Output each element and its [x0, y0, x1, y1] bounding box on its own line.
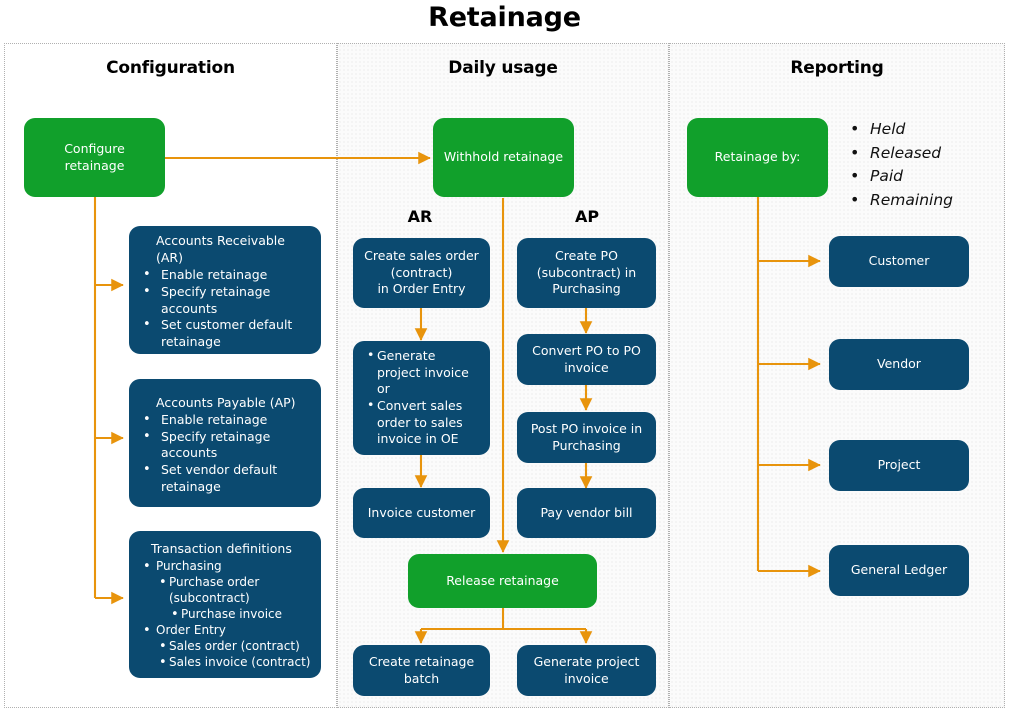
node-accounts-receivable[interactable]: Accounts Receivable (AR) Enable retainag… — [129, 226, 321, 354]
node-ar-item: Specify retainage — [135, 283, 311, 301]
node-txn-item-purchasing: Purchasing — [135, 558, 313, 575]
node-convert-po-to-po-invoice[interactable]: Convert PO to PO invoice — [517, 334, 656, 385]
node-report-customer-label: Customer — [868, 253, 930, 269]
node-create-sales-order[interactable]: Create sales order (contract) in Order E… — [353, 238, 490, 308]
node-generate-project-invoice[interactable]: Generate project invoice — [517, 645, 656, 696]
node-generate-or-convert-invoice[interactable]: Generate project invoice or Convert sale… — [353, 341, 490, 455]
node-create-retainage-batch[interactable]: Create retainage batch — [353, 645, 490, 696]
node-ar-list: Enable retainage Specify retainage accou… — [135, 266, 311, 350]
node-report-vendor-label: Vendor — [877, 356, 921, 372]
node-create-sales-order-line2: (contract) — [390, 264, 453, 280]
node-txn-list: Purchasing — [135, 558, 313, 575]
node-pay-vendor-bill[interactable]: Pay vendor bill — [517, 488, 656, 538]
node-create-po-line2: (subcontract) in — [536, 264, 637, 280]
node-create-po-line1: Create PO — [555, 248, 618, 264]
node-ap-item: Enable retainage — [135, 411, 311, 429]
node-ap-item-cont: accounts — [161, 445, 218, 461]
node-configure-retainage[interactable]: Configure retainage — [24, 118, 165, 197]
node-ap-item: Specify retainage — [135, 428, 311, 446]
node-convert-line3: invoice in OE — [377, 431, 459, 447]
legend-item-paid: Paid — [844, 164, 1004, 189]
node-generate-line1: Generate — [367, 347, 482, 365]
node-txn-sublist-order-entry: Sales order (contract) Sales invoice (co… — [135, 638, 313, 671]
node-report-vendor[interactable]: Vendor — [829, 339, 969, 390]
node-pay-vendor-bill-label: Pay vendor bill — [540, 504, 633, 520]
node-post-po-invoice[interactable]: Post PO invoice in Purchasing — [517, 412, 656, 463]
node-create-sales-order-line1: Create sales order — [364, 248, 479, 264]
node-generate-invoice-line1: Generate project — [533, 654, 640, 669]
node-convert-line1: Convert sales — [367, 397, 482, 415]
node-ap-item: Set vendor default — [135, 461, 311, 479]
panel-title-reporting: Reporting — [790, 58, 884, 78]
sublabel-ar: AR — [407, 207, 433, 226]
node-txn-item-purchase-invoice: Purchase invoice — [135, 606, 313, 623]
node-ar-item-cont: accounts — [161, 300, 218, 316]
node-retainage-by-label: Retainage by: — [714, 149, 801, 165]
legend-item-released: Released — [844, 141, 1004, 166]
node-txn-sublist-purchasing: Purchase order (subcontract) — [135, 574, 313, 607]
node-txn-heading: Transaction definitions — [151, 541, 292, 557]
node-report-customer[interactable]: Customer — [829, 236, 969, 287]
node-withhold-retainage[interactable]: Withhold retainage — [433, 118, 574, 197]
node-transaction-definitions[interactable]: Transaction definitions Purchasing Purch… — [129, 531, 321, 678]
node-generate-invoice-line2: invoice — [564, 670, 609, 686]
node-txn-item-purchase-order: Purchase order — [135, 574, 313, 591]
node-convert-line2: order to sales — [377, 414, 463, 430]
node-create-po-line3: Purchasing — [552, 281, 621, 297]
node-convert-po-line2: invoice — [564, 359, 609, 375]
node-generate-line2: project invoice — [377, 364, 469, 380]
node-report-general-ledger[interactable]: General Ledger — [829, 545, 969, 596]
node-create-sales-order-line3: in Order Entry — [377, 281, 466, 297]
node-convert-po-line1: Convert PO to PO — [532, 343, 641, 358]
node-invoice-customer-label: Invoice customer — [367, 504, 476, 520]
node-ar-heading: Accounts Receivable (AR) — [156, 233, 285, 265]
node-retainage-by[interactable]: Retainage by: — [687, 118, 828, 197]
node-ap-list: Enable retainage Specify retainage accou… — [135, 411, 311, 495]
node-ap-item-cont: retainage — [161, 478, 221, 494]
node-txn-list-order-entry: Order Entry — [135, 622, 313, 639]
node-txn-item-order-entry: Order Entry — [135, 622, 313, 639]
node-release-retainage-label: Release retainage — [446, 572, 559, 588]
node-post-po-line2: Purchasing — [552, 437, 621, 453]
node-accounts-payable[interactable]: Accounts Payable (AP) Enable retainage S… — [129, 379, 321, 507]
node-invoice-customer[interactable]: Invoice customer — [353, 488, 490, 538]
node-report-project-label: Project — [877, 457, 921, 473]
legend-item-held: Held — [844, 117, 1004, 142]
node-report-project[interactable]: Project — [829, 440, 969, 491]
node-ap-heading: Accounts Payable (AP) — [156, 394, 296, 410]
node-withhold-retainage-label: Withhold retainage — [443, 149, 564, 165]
node-txn-item-sales-invoice: Sales invoice (contract) — [135, 654, 313, 671]
reporting-legend: Held Released Paid Remaining — [844, 117, 1004, 213]
node-report-general-ledger-label: General Ledger — [850, 562, 948, 578]
panel-title-daily-usage: Daily usage — [448, 58, 558, 78]
node-ar-item-cont: retainage — [161, 333, 221, 349]
node-create-batch-line1: Create retainage — [368, 654, 475, 669]
node-txn-item-purchase-order-cont: (subcontract) — [169, 590, 250, 605]
node-generate-convert-list: Generate project invoice or Convert sale… — [367, 347, 482, 448]
page-title: Retainage — [428, 2, 581, 33]
node-configure-retainage-label: Configure retainage — [64, 141, 125, 173]
node-generate-line3: or — [377, 381, 390, 397]
node-create-batch-line2: batch — [403, 670, 440, 686]
node-create-po[interactable]: Create PO (subcontract) in Purchasing — [517, 238, 656, 308]
node-release-retainage[interactable]: Release retainage — [408, 554, 597, 608]
panel-title-configuration: Configuration — [106, 58, 235, 78]
node-txn-item-sales-order: Sales order (contract) — [135, 638, 313, 655]
node-ar-item: Enable retainage — [135, 266, 311, 284]
node-ar-item: Set customer default — [135, 316, 311, 334]
legend-item-remaining: Remaining — [844, 188, 1004, 213]
sublabel-ap: AP — [574, 207, 600, 226]
node-post-po-line1: Post PO invoice in — [530, 421, 643, 436]
node-txn-sublist-purchase-invoice: Purchase invoice — [135, 606, 313, 623]
